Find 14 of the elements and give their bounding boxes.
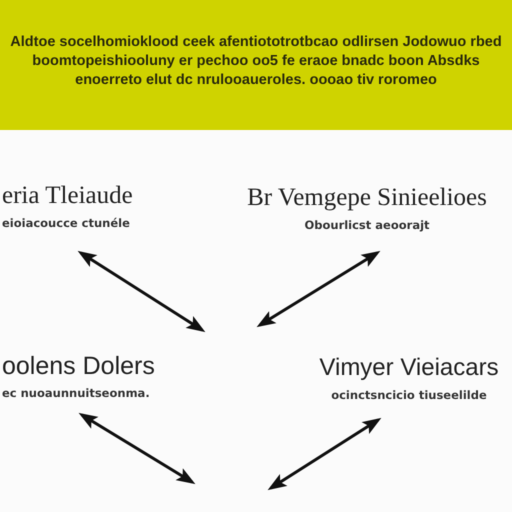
double-arrow [268,418,382,490]
banner [0,0,512,130]
heading-text: eria Tleiaude [2,182,133,210]
description-text: Obourlicst aeoorajt [304,218,430,232]
heading-text: Br Vemgepe Sinieelioes [247,184,487,212]
double-arrow [78,412,196,484]
double-arrow [256,250,380,328]
description-text: eioiacoucce ctunéle [2,216,130,230]
heading-text: oolens Dolers [2,352,155,380]
description-text: ocinctsncicio tiuseelilde [331,388,487,402]
description-text: ec nuoaunnuitseonma. [2,386,150,400]
banner-text: Aldtoe socelhomioklood ceek afentiototrotbcao odlirsen Jodowuo rbed boomtopeishiooluny er pechoo oo5 fe eraoe bnadc boon Absdks enoerreto elut dc nrulooaueroles. oooao tiv roromeo [9,33,503,90]
double-arrow [78,250,206,332]
heading-text: Vimyer Vieiacars [319,354,499,382]
